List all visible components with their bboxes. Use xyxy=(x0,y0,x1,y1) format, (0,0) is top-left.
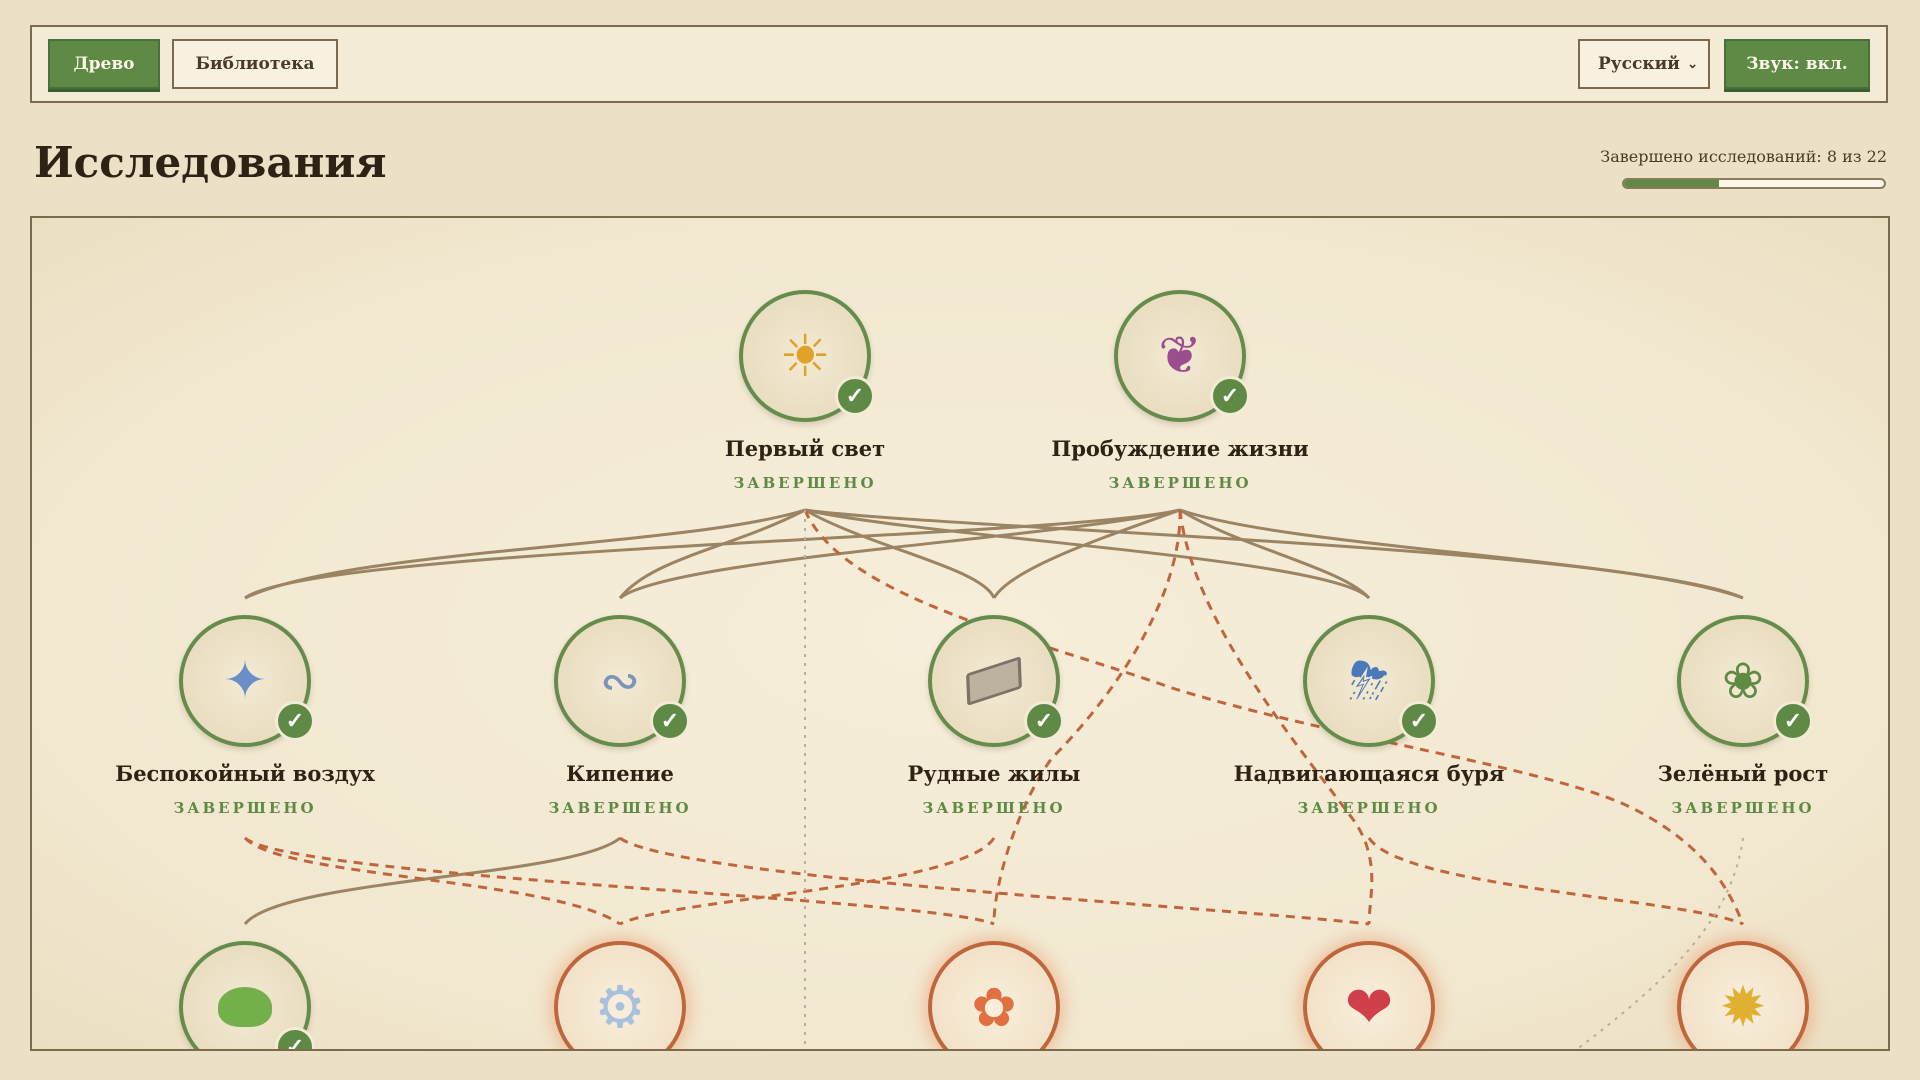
research-name: Первый свет xyxy=(724,436,886,461)
tree-tab-button[interactable]: Древо xyxy=(48,39,160,89)
vortex-icon: ✹ xyxy=(1719,974,1767,1040)
bird-icon: ✦ xyxy=(223,651,267,711)
progress-fill xyxy=(1624,180,1719,187)
research-name: Зелёный рост xyxy=(1657,761,1829,786)
checkmark-icon: ✓ xyxy=(1773,701,1813,741)
node-circle: ❤ xyxy=(1303,941,1435,1049)
research-status: ЗАВЕРШЕНО xyxy=(1297,799,1441,817)
research-name: Надвигающаяся буря xyxy=(1233,761,1505,786)
chevron-down-icon: ⌄ xyxy=(1687,56,1698,72)
node-circle: ✦ xyxy=(179,615,311,747)
language-select[interactable]: Русский ⌄ xyxy=(1578,39,1710,89)
sprout-heart-icon: ❦ xyxy=(1158,326,1202,386)
node-circle: ⚙ xyxy=(554,941,686,1049)
bubbles-icon: ∾ xyxy=(599,653,641,709)
page-title: Исследования xyxy=(34,138,387,187)
research-name: Кипение xyxy=(566,761,674,786)
gear-icon: ⚙ xyxy=(594,973,646,1041)
ingot-icon xyxy=(966,656,1022,706)
paw-icon: ✿ xyxy=(971,975,1017,1039)
sun-icon: ☀ xyxy=(779,322,831,390)
node-circle: ✿ xyxy=(928,941,1060,1049)
research-links xyxy=(243,508,1745,1049)
checkmark-icon: ✓ xyxy=(835,376,875,416)
language-value: Русский xyxy=(1598,54,1680,74)
research-name: Беспокойный воздух xyxy=(115,761,375,786)
research-status: ЗАВЕРШЕНО xyxy=(548,799,692,817)
checkmark-icon: ✓ xyxy=(1210,376,1250,416)
research-status: ЗАВЕРШЕНО xyxy=(1108,474,1252,492)
progress-bar xyxy=(1622,178,1886,189)
research-status: ЗАВЕРШЕНО xyxy=(1671,799,1815,817)
library-tab-button[interactable]: Библиотека xyxy=(172,39,338,89)
node-circle: ✹ xyxy=(1677,941,1809,1049)
research-name: Пробуждение жизни xyxy=(1051,436,1309,461)
checkmark-icon: ✓ xyxy=(1024,701,1064,741)
storm-cloud-icon: ⛈ xyxy=(1349,651,1389,710)
progress-label: Завершено исследований: 8 из 22 xyxy=(1600,147,1887,166)
slime-icon xyxy=(218,987,272,1027)
checkmark-icon: ✓ xyxy=(275,701,315,741)
research-status: ЗАВЕРШЕНО xyxy=(733,474,877,492)
research-status: ЗАВЕРШЕНО xyxy=(922,799,1066,817)
research-name: Рудные жилы xyxy=(907,761,1081,786)
checkmark-icon: ✓ xyxy=(275,1027,315,1049)
heart-icon: ❤ xyxy=(1344,973,1394,1041)
research-tree-panel[interactable]: ☀ ✓ Первый свет ЗАВЕРШЕНО ❦ ✓ Пробуждени… xyxy=(30,216,1890,1051)
top-toolbar: Древо Библиотека Русский ⌄ Звук: вкл. xyxy=(30,25,1888,103)
checkmark-icon: ✓ xyxy=(650,701,690,741)
sound-toggle-button[interactable]: Звук: вкл. xyxy=(1724,39,1870,89)
checkmark-icon: ✓ xyxy=(1399,701,1439,741)
node-circle xyxy=(179,941,311,1049)
leaf-icon: ❀ xyxy=(1722,652,1764,710)
research-status: ЗАВЕРШЕНО xyxy=(173,799,317,817)
node-circle: ☀ xyxy=(739,290,871,422)
